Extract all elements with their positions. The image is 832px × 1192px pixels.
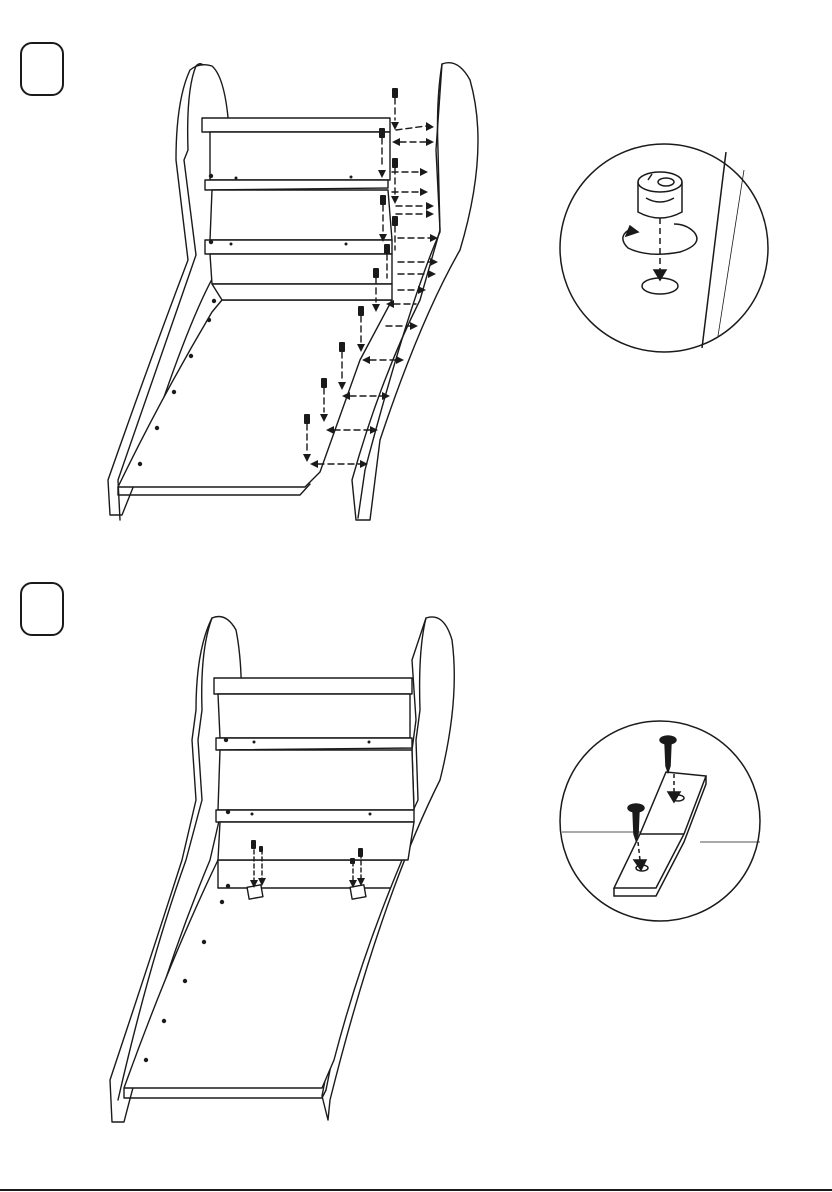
page-bottom-rule — [0, 1189, 832, 1191]
cam-lock-detail-icon — [556, 140, 772, 356]
screw-bracket-detail-icon — [556, 716, 772, 926]
